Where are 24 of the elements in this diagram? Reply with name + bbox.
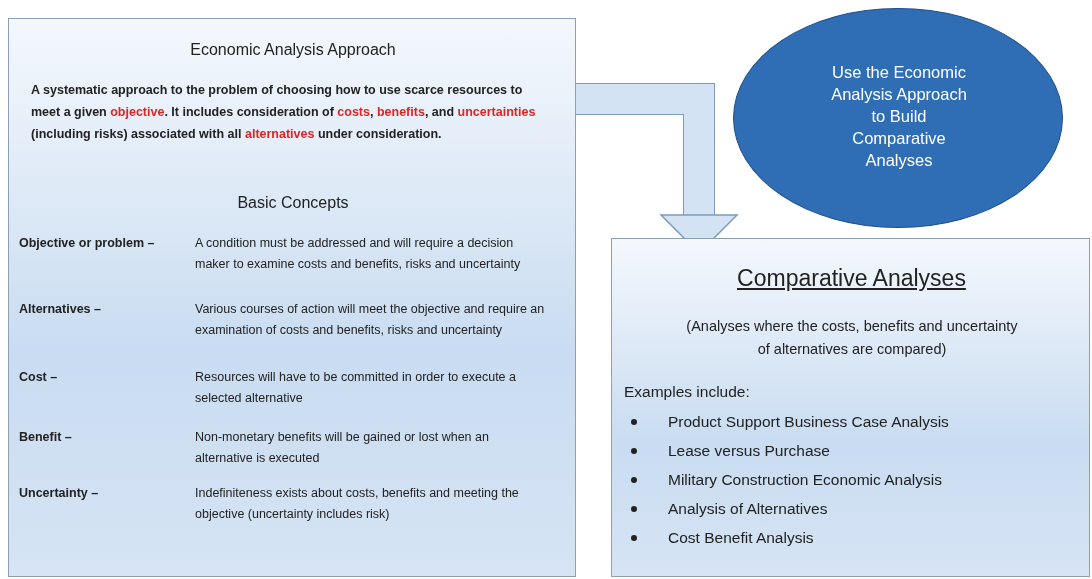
concept-term: Uncertainty – bbox=[19, 485, 100, 502]
concept-term: Cost – bbox=[19, 369, 59, 386]
panel-heading: Economic Analysis Approach bbox=[189, 41, 397, 59]
panel-subtitle: (Analyses where the costs, benefits and uncertainty of alternatives are compared) bbox=[685, 317, 1019, 359]
concept-term: Benefit – bbox=[19, 429, 73, 446]
examples-heading: Examples include: bbox=[624, 383, 751, 401]
concept-definition: Indefiniteness exists about costs, benefits and meeting the objective (uncertainty includes risk) bbox=[195, 485, 520, 523]
comparative-analyses-panel bbox=[611, 238, 1090, 577]
section-heading: Basic Concepts bbox=[236, 194, 350, 212]
oval-text: Use the Economic Analysis Approach to Build Comparative Analyses bbox=[830, 62, 968, 171]
concept-definition: Non-monetary benefits will be gained or lost when an alternative is executed bbox=[195, 429, 490, 467]
example-item: Military Construction Economic Analysis bbox=[668, 470, 943, 490]
description-paragraph: A systematic approach to the problem of choosing how to use scarce resources to meet a given objective. It includes consideration of costs, benefits, and uncertainties (including risks) associated with all alternatives under consideration. bbox=[31, 82, 537, 143]
concept-term: Alternatives – bbox=[19, 301, 102, 318]
panel-heading: Comparative Analyses bbox=[736, 265, 967, 292]
example-item: Product Support Business Case Analysis bbox=[668, 412, 950, 432]
example-item: Analysis of Alternatives bbox=[668, 499, 829, 519]
concept-term: Objective or problem – bbox=[19, 235, 156, 252]
example-item: Cost Benefit Analysis bbox=[668, 528, 815, 548]
concept-definition: Various courses of action will meet the objective and require an examination of costs and benefits, risks and uncertainty bbox=[195, 301, 545, 339]
concept-definition: A condition must be addressed and will require a decision maker to examine costs and benefits, risks and uncertainty bbox=[195, 235, 522, 273]
concept-definition: Resources will have to be committed in order to execute a selected alternative bbox=[195, 369, 517, 407]
example-item: Lease versus Purchase bbox=[668, 441, 831, 461]
definition-panel bbox=[8, 18, 576, 577]
